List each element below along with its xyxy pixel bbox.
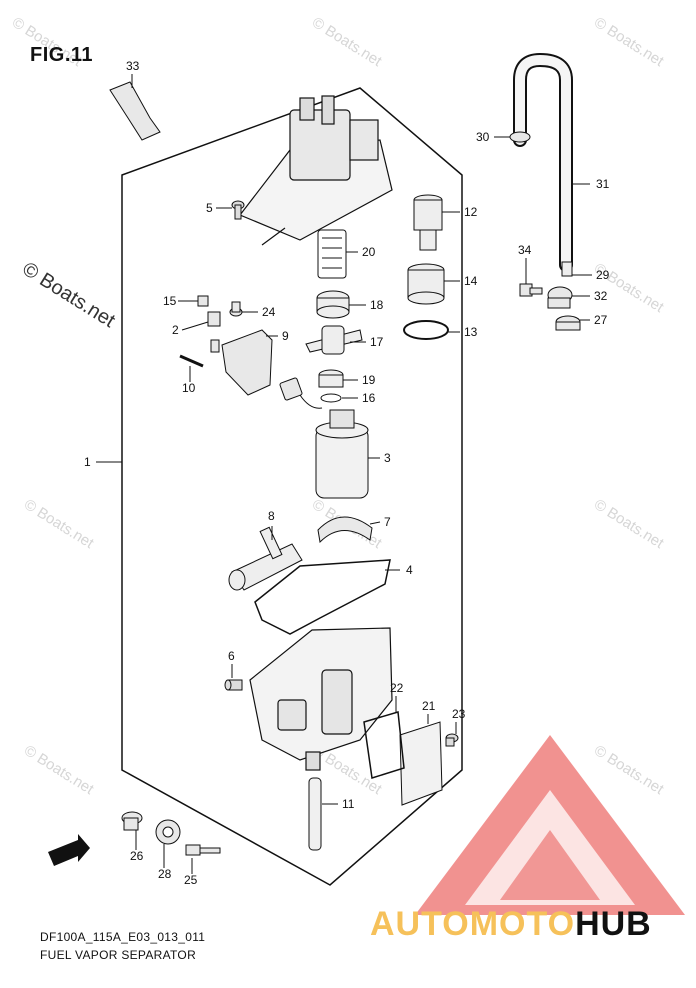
callout-2: 2: [172, 323, 179, 337]
figure-caption: FUEL VAPOR SEPARATOR: [40, 948, 197, 962]
callout-19: 19: [362, 373, 376, 387]
strainer-8: [228, 526, 303, 591]
brand-part2: HUB: [575, 905, 652, 943]
callout-15: 15: [163, 294, 177, 308]
callout-8: 8: [268, 509, 275, 523]
callout-6: 6: [228, 649, 235, 663]
tube-11: [308, 777, 322, 851]
plate-21: [399, 721, 443, 806]
bolt-25: [185, 844, 221, 856]
callout-17: 17: [370, 335, 384, 349]
part-26: [121, 811, 143, 831]
callout-11: 11: [342, 797, 355, 811]
part-2: [207, 311, 221, 353]
callout-4: 4: [406, 563, 413, 577]
callout-34: 34: [518, 243, 532, 257]
part-19: [318, 369, 344, 388]
callout-21: 21: [422, 699, 436, 713]
callout-31: 31: [596, 177, 610, 191]
grommet-28: [155, 819, 181, 845]
drawing-code: DF100A_115A_E03_013_011: [40, 930, 206, 944]
callout-16: 16: [362, 391, 376, 405]
callout-7: 7: [384, 515, 391, 529]
separator-bowl: [249, 627, 393, 771]
clamp-32: [547, 286, 573, 309]
screw-5: [231, 200, 245, 220]
rod-10: [179, 354, 204, 368]
fuel-pump-3: [315, 409, 369, 499]
callout-14: 14: [464, 274, 478, 288]
screw-23: [445, 733, 459, 747]
gasket-22: [363, 711, 405, 779]
callout-33: 33: [126, 59, 140, 73]
callout-25: 25: [184, 873, 198, 887]
callout-10: 10: [182, 381, 196, 395]
callout-1: 1: [84, 455, 91, 469]
part-7: [317, 516, 373, 544]
screw-6: [224, 679, 243, 691]
bracket-33: [109, 81, 161, 141]
callout-5: 5: [206, 201, 213, 215]
callout-26: 26: [130, 849, 144, 863]
callout-22: 22: [390, 681, 404, 695]
forward-arrow-icon: [48, 834, 90, 866]
part-17: [305, 325, 363, 355]
callout-9: 9: [282, 329, 289, 343]
callout-labels: 1234567891011121314151617181920212223242…: [84, 59, 610, 887]
callout-28: 28: [158, 867, 172, 881]
oring-13: [403, 320, 449, 340]
callout-23: 23: [452, 707, 466, 721]
callout-27: 27: [594, 313, 608, 327]
callout-13: 13: [464, 325, 478, 339]
callout-30: 30: [476, 130, 490, 144]
figure-title: FIG.11: [30, 44, 94, 66]
gasket-4: [254, 559, 391, 635]
part-9: [221, 329, 273, 396]
part-15: [197, 295, 209, 307]
oring-16: [320, 393, 342, 403]
automotohub-brand: AUTOMOTOHUB: [370, 905, 652, 944]
part-14: [407, 263, 445, 305]
part-12: [413, 194, 443, 251]
callout-12: 12: [464, 205, 478, 219]
hose-31: [513, 52, 573, 277]
clamp-30: [509, 131, 531, 143]
assembly-outline: [121, 87, 463, 886]
connector: [279, 377, 323, 409]
part-18: [316, 290, 350, 319]
callout-24: 24: [262, 305, 276, 319]
grommet-27: [555, 315, 581, 331]
leader-line-2: [181, 321, 209, 331]
callout-32: 32: [594, 289, 608, 303]
callout-29: 29: [596, 268, 610, 282]
bolt-34: [519, 283, 543, 297]
brand-part1: AUTOMOTO: [370, 905, 576, 943]
top-cover: [239, 95, 393, 246]
filter-20: [317, 229, 347, 279]
automotohub-triangle-logo: [415, 735, 685, 915]
leader-line-7: [369, 521, 381, 525]
callout-20: 20: [362, 245, 376, 259]
callout-18: 18: [370, 298, 384, 312]
callout-3: 3: [384, 451, 391, 465]
part-24: [229, 301, 243, 317]
